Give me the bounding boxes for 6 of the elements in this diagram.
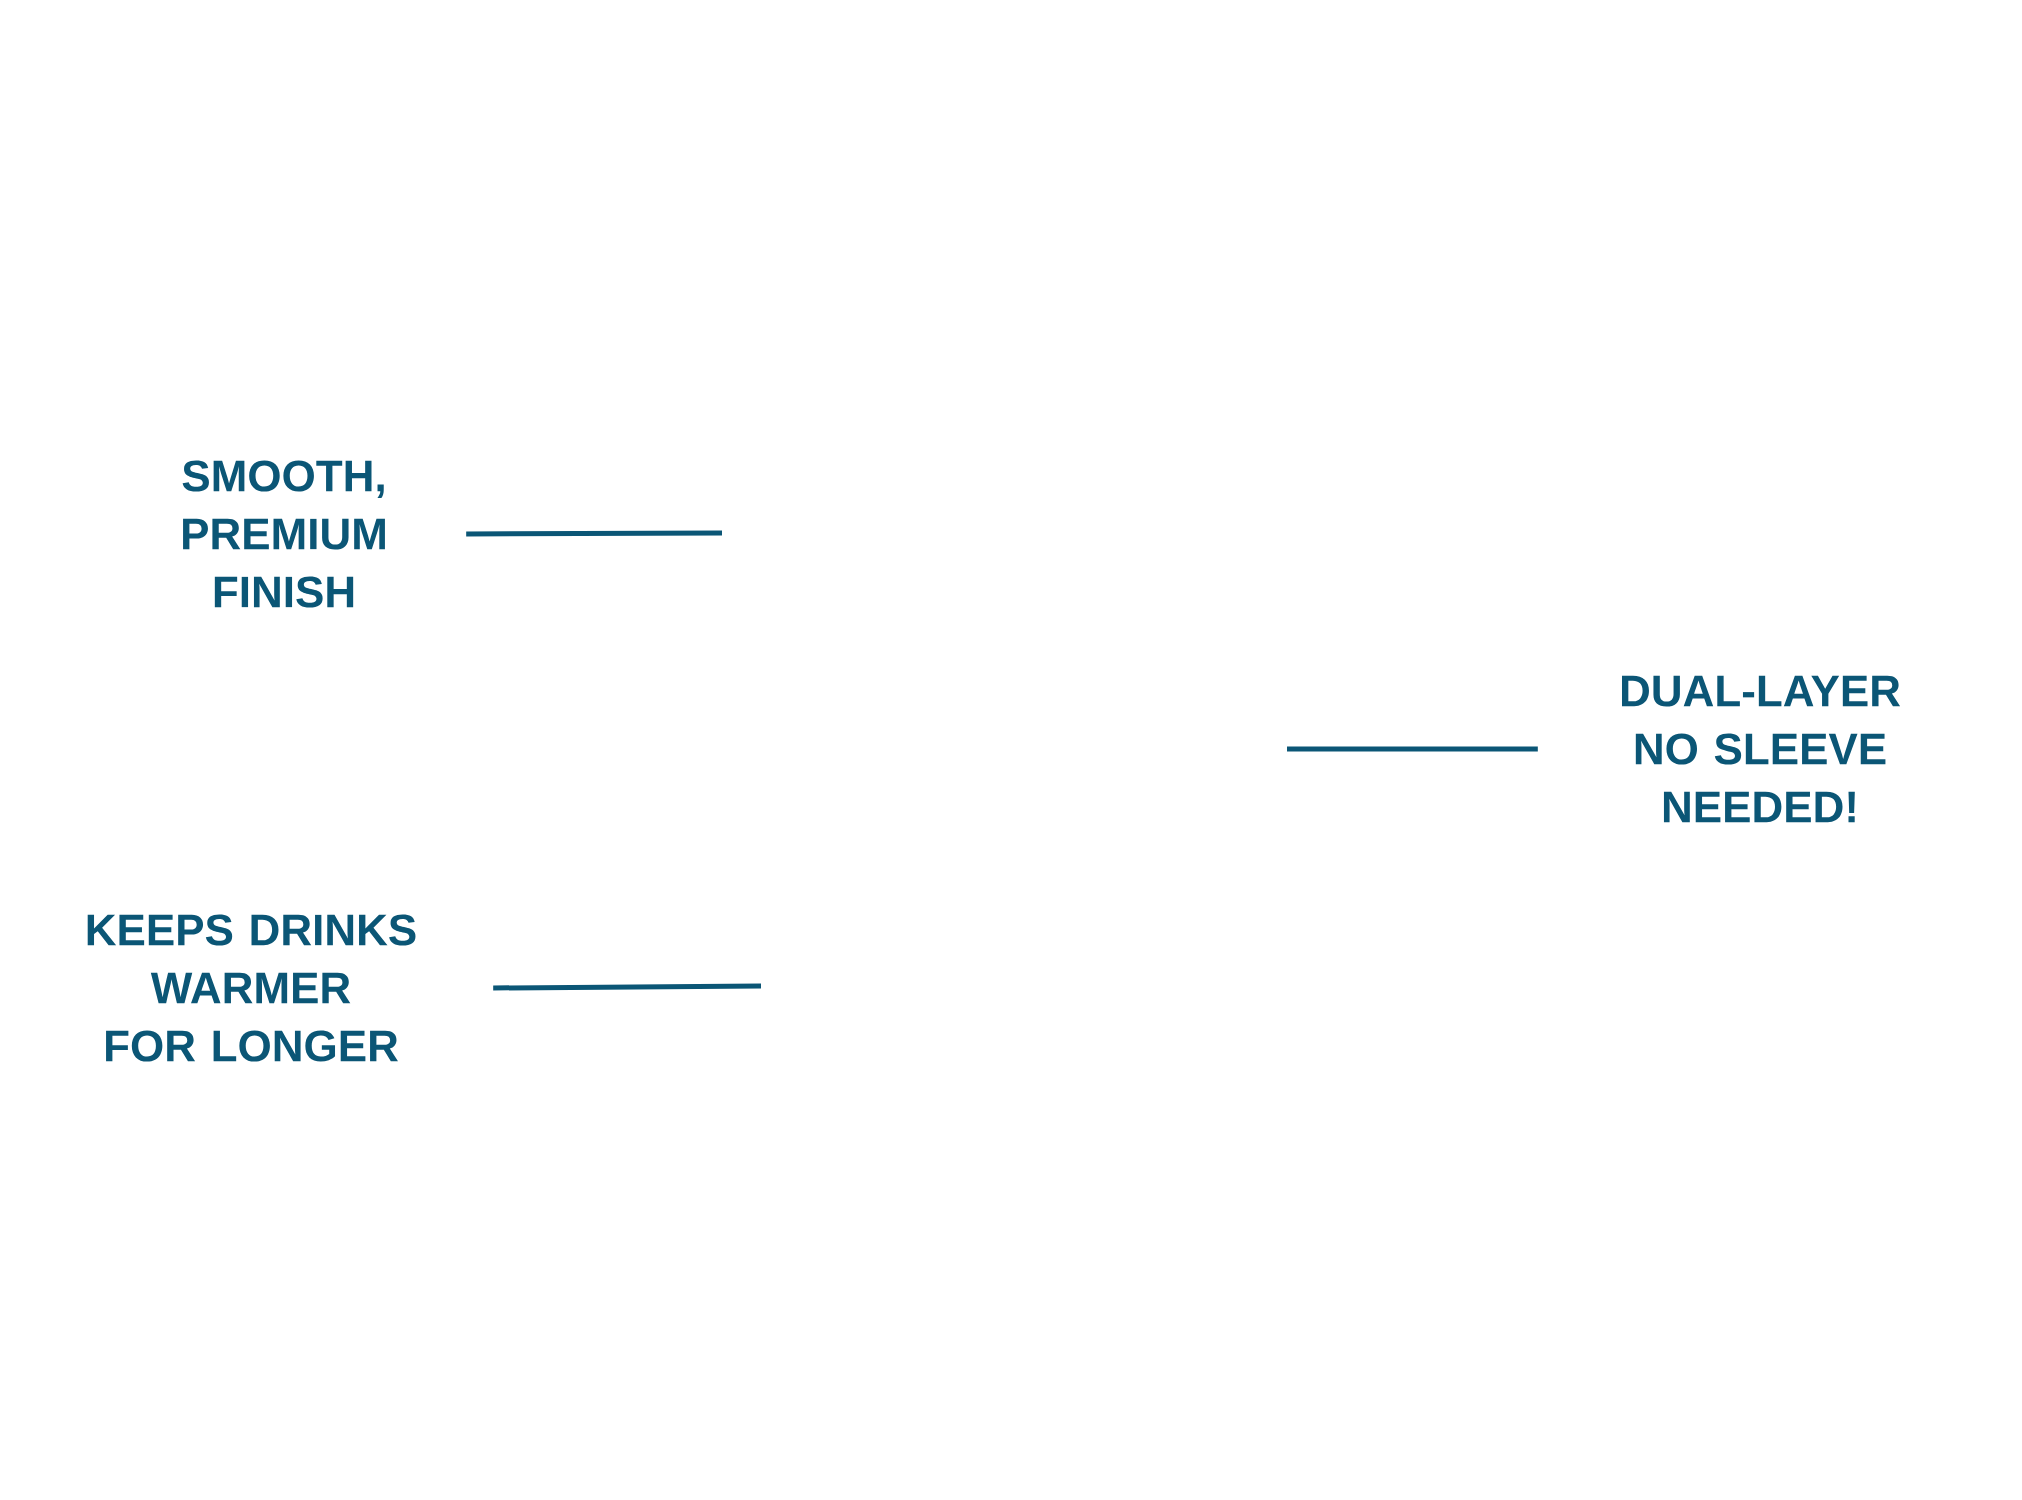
leader-line <box>493 983 762 991</box>
callout-text: DUAL-LAYER NO SLEEVE NEEDED! <box>1622 675 1901 823</box>
leader-line <box>1287 746 1538 752</box>
callout-text: SMOOTH, PREMIUM FINISH <box>182 460 385 608</box>
callout-text: KEEPS DRINKS WARMER FOR LONGER <box>87 914 416 1062</box>
leader-line <box>466 530 722 537</box>
